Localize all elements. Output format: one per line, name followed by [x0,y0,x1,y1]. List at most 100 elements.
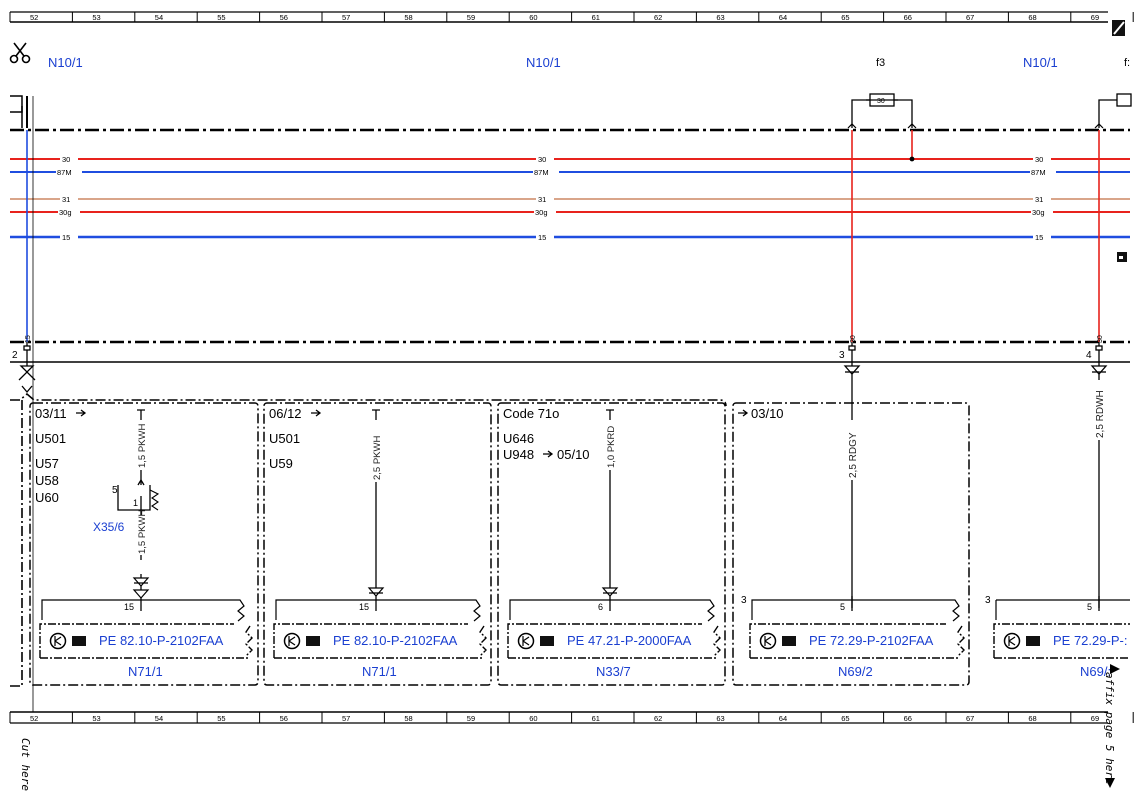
vertical-label-30-a: 30 [850,335,857,343]
box4-ref: 03/10 [751,406,784,421]
grid-number: 55 [217,714,225,723]
grid-number: 59 [467,13,475,22]
grid-number: 69 [1091,714,1099,723]
bus-30: 30 30 30 [10,155,1130,164]
svg-text:31: 31 [62,195,70,204]
svg-text:87M: 87M [1031,168,1046,177]
fuse-partial-label: f: [1124,57,1130,69]
grid-number: 60 [529,13,537,22]
corner-marker-tip [1113,21,1125,35]
grid-number: 63 [716,13,724,22]
grid-number: 56 [280,714,288,723]
box1-code-3: U60 [35,490,59,505]
bus-15: 15 15 15 [10,233,1130,242]
grid-number: 63 [716,714,724,723]
box2-ref: 06/12 [269,406,302,421]
svg-text:31: 31 [1035,195,1043,204]
box1-pin: 15 [124,602,134,612]
grid-number: 53 [92,714,100,723]
svg-text:30: 30 [1035,155,1043,164]
scissors-icon [9,42,31,64]
grid-number: 67 [966,13,974,22]
n10-1-label-c: N10/1 [1023,55,1058,70]
module-box-2: 06/12 U501 U59 2,5 PKWH 15 PE 82.10-P-21… [263,402,492,686]
module-box-5: 3 5 PE 72.29-P-: N69/: [985,595,1130,679]
connector-stub-2 [18,342,36,394]
wire-label-rdgy: 2,5 RDGY [848,432,859,478]
box3-component: N33/7 [596,664,631,679]
box1-pe-ref: PE 82.10-P-2102FAA [99,633,224,648]
box2-code-1: U59 [269,456,293,471]
n10-1-label-a: N10/1 [48,55,83,70]
grid-number: 53 [92,13,100,22]
connector-point-2: 2 [12,350,18,361]
box2-code-0: U501 [269,431,300,446]
grid-number: 67 [966,714,974,723]
affix-arrow-icon [1110,664,1120,674]
grid-number: 68 [1028,13,1036,22]
svg-text:87M: 87M [534,168,549,177]
bus-87m: 87M 87M 87M [10,168,1130,177]
box1-ref: 03/11 [35,406,67,421]
affix-page-note: affix page 5 here [1103,672,1116,785]
svg-text:15: 15 [538,233,546,242]
svg-text:5: 5 [112,485,118,496]
left-bracket [10,95,23,113]
grid-number: 66 [904,13,912,22]
svg-text:1: 1 [133,498,138,508]
grid-number: 66 [904,714,912,723]
box3-code-ref: 05/10 [557,447,590,462]
box5-pin-left: 3 [985,595,991,606]
affix-arrow-icon-bottom [1105,778,1115,788]
wire-label-pkwh-4: 2,5 PKWH [372,436,383,480]
connector-point-4: 4 [1086,350,1092,361]
grid-number: 54 [155,714,163,723]
grid-number: 52 [30,13,38,22]
grid-number: 58 [404,13,412,22]
grid-number: 69 [1091,13,1099,22]
grid-number: 68 [1028,714,1036,723]
box3-pe-ref: PE 47.21-P-2000FAA [567,633,692,648]
wire-label-pkwh-2: 1,5 PKWH [137,510,148,554]
wire-label-rdwh: 2,5 RDWH [1095,390,1106,438]
grid-number: 65 [841,714,849,723]
box3-pin: 6 [598,602,603,612]
grid-number: 59 [467,714,475,723]
connector-stub-4 [1090,342,1108,375]
svg-text:30: 30 [62,155,70,164]
module-frame-left [10,400,23,687]
svg-text:30g: 30g [1032,208,1045,217]
connector-icon [1117,252,1127,262]
grid-number: 58 [404,714,412,723]
svg-text:15: 15 [1035,233,1043,242]
svg-text:30: 30 [877,98,885,105]
box1-code-1: U57 [35,456,59,471]
bus-30g: 30g 30g 30g [10,208,1130,217]
box3-code-1: U948 [503,447,534,462]
box2-component: N71/1 [362,664,397,679]
box5-pin: 5 [1087,602,1092,612]
box1-component: N71/1 [128,664,163,679]
svg-text:30: 30 [538,155,546,164]
box4-component: N69/2 [838,664,873,679]
grid-number: 62 [654,714,662,723]
fuse-partial [1094,93,1132,129]
svg-text:30g: 30g [59,208,72,217]
box3-code-0: U646 [503,431,534,446]
grid-number: 62 [654,13,662,22]
grid-number: 64 [779,714,787,723]
box5-component: N69/: [1080,664,1111,679]
vertical-label-30-b: 30 [1097,335,1104,343]
grid-number: 52 [30,714,38,723]
n10-1-label-b: N10/1 [526,55,561,70]
svg-text:15: 15 [62,233,70,242]
connector-stub-3 [843,342,861,375]
module-frame [10,392,727,407]
fuse-f3: 30 [847,93,917,129]
grid-number: 60 [529,714,537,723]
box1-code-2: U58 [35,473,59,488]
cut-here-note: Cut here [19,738,32,791]
